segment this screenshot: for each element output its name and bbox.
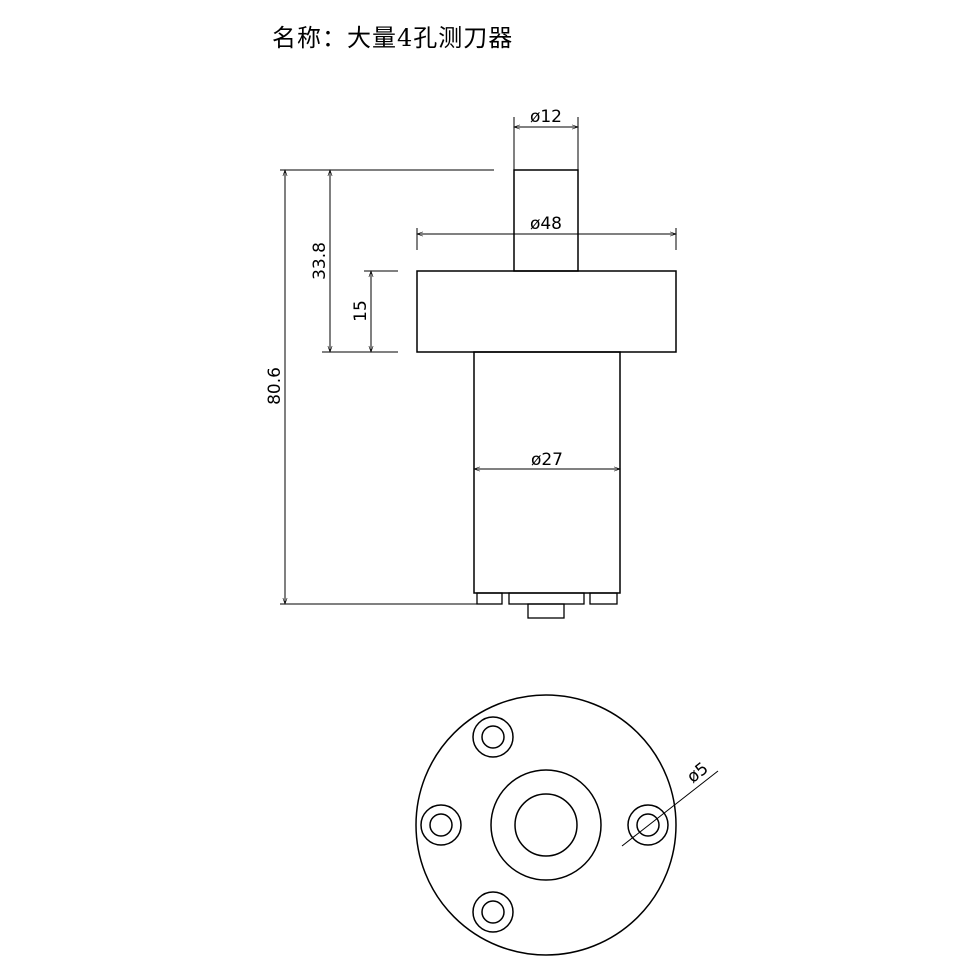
bottom-feet <box>476 592 618 619</box>
mounting-hole-left <box>420 804 462 846</box>
bottom-view <box>415 694 677 956</box>
body-diameter-label: ø27 <box>531 450 563 470</box>
front-view <box>416 169 677 619</box>
body-outline <box>473 351 621 594</box>
flange-circle <box>415 694 677 956</box>
mounting-hole-top-left <box>472 716 514 758</box>
upper-height-label: 33.8 <box>310 242 330 280</box>
front-dimensions <box>280 117 677 605</box>
flange-diameter-label: ø48 <box>530 214 562 234</box>
flange-outline <box>416 270 677 353</box>
body-circle <box>490 769 602 881</box>
mounting-hole-bottom-left <box>472 891 514 933</box>
flange-thickness-label: 15 <box>351 300 371 322</box>
shank-diameter-label: ø12 <box>530 107 562 127</box>
drawing-title: 名称：大量4孔测刀器 <box>272 24 514 52</box>
bore-circle <box>514 793 578 857</box>
hole-diameter-leader <box>621 770 719 847</box>
hole-diameter-label: ø5 <box>683 759 712 788</box>
total-height-label: 80.6 <box>265 367 285 405</box>
mounting-hole-right <box>627 804 669 846</box>
